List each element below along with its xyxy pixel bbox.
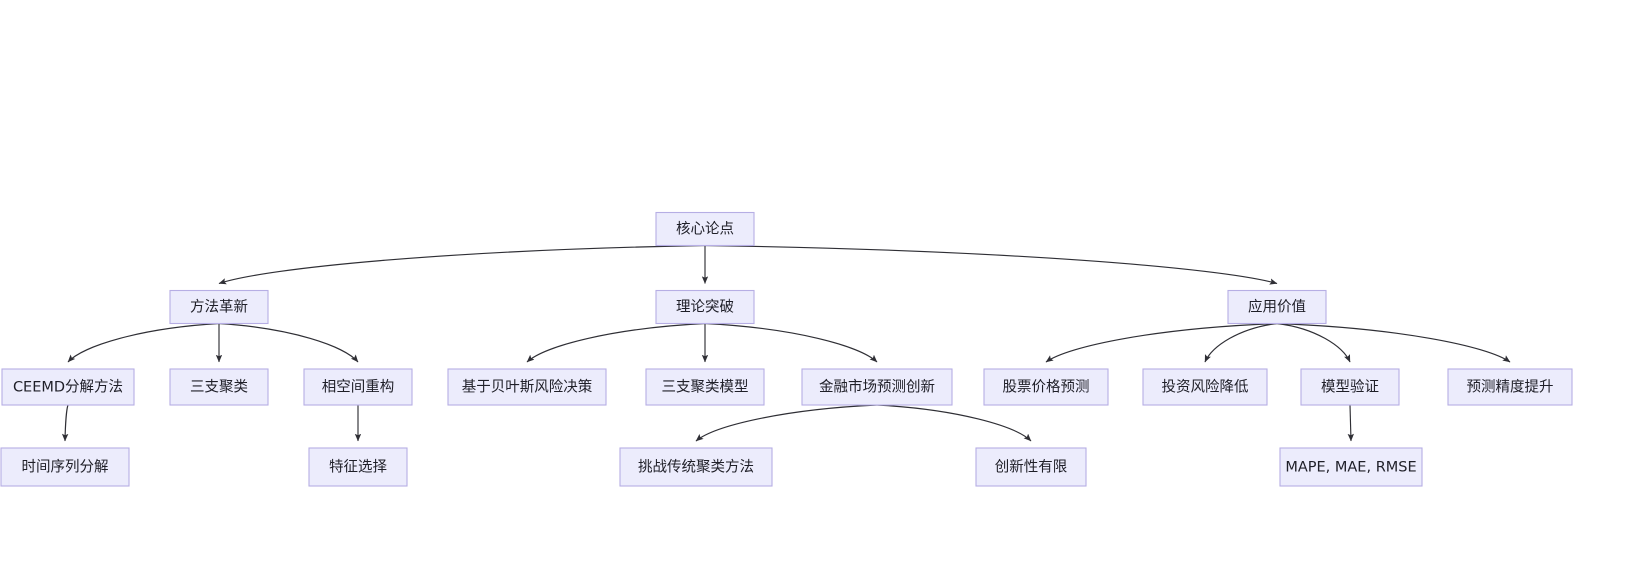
edge-layer <box>61 244 1511 442</box>
node-n1[interactable]: 方法革新 <box>169 289 269 325</box>
node-label: 相空间重构 <box>322 379 395 396</box>
node-n17[interactable]: 创新性有限 <box>975 447 1087 487</box>
node-box[interactable] <box>801 368 953 406</box>
node-label: 挑战传统聚类方法 <box>638 459 754 476</box>
node-box[interactable] <box>975 447 1087 487</box>
node-n14[interactable]: 时间序列分解 <box>0 447 130 487</box>
node-n8[interactable]: 三支聚类模型 <box>645 368 765 406</box>
node-label: 股票价格预测 <box>1003 379 1090 396</box>
node-n10[interactable]: 股票价格预测 <box>983 368 1109 406</box>
edge-n3-to-n11 <box>1204 322 1278 363</box>
node-n4[interactable]: CEEMD分解方法 <box>1 368 135 406</box>
node-label: 预测精度提升 <box>1467 379 1554 396</box>
edge-n3-to-n12 <box>1276 322 1351 363</box>
node-n11[interactable]: 投资风险降低 <box>1142 368 1268 406</box>
node-label: 三支聚类 <box>190 379 248 396</box>
node-n3[interactable]: 应用价值 <box>1227 289 1327 325</box>
node-label: 金融市场预测创新 <box>819 379 935 396</box>
node-label: 模型验证 <box>1321 379 1379 396</box>
edge-n1-to-n6 <box>218 322 359 363</box>
node-n0[interactable]: 核心论点 <box>655 211 755 247</box>
node-box[interactable] <box>1447 368 1573 406</box>
node-n9[interactable]: 金融市场预测创新 <box>801 368 953 406</box>
node-n2[interactable]: 理论突破 <box>655 289 755 325</box>
node-box[interactable] <box>447 368 607 406</box>
node-box[interactable] <box>655 289 755 325</box>
node-n15[interactable]: 特征选择 <box>308 447 408 487</box>
node-label: 时间序列分解 <box>22 459 109 476</box>
node-box[interactable] <box>308 447 408 487</box>
node-box[interactable] <box>169 289 269 325</box>
node-n6[interactable]: 相空间重构 <box>303 368 413 406</box>
node-n5[interactable]: 三支聚类 <box>169 368 269 406</box>
node-n12[interactable]: 模型验证 <box>1300 368 1400 406</box>
node-label: 三支聚类模型 <box>662 379 749 396</box>
node-label: CEEMD分解方法 <box>13 379 123 396</box>
edge-n0-to-n3 <box>704 244 1278 285</box>
node-box[interactable] <box>1279 447 1423 487</box>
edge-n4-to-n14 <box>61 404 69 442</box>
edge-n12-to-n18 <box>1347 404 1354 442</box>
node-label: MAPE, MAE, RMSE <box>1285 460 1416 476</box>
node-label: 投资风险降低 <box>1162 379 1249 396</box>
node-label: 特征选择 <box>329 459 387 476</box>
edge-n3-to-n10 <box>1045 322 1278 363</box>
node-n13[interactable]: 预测精度提升 <box>1447 368 1573 406</box>
node-box[interactable] <box>0 447 130 487</box>
node-label: 应用价值 <box>1248 298 1306 316</box>
node-box[interactable] <box>1 368 135 406</box>
node-label: 核心论点 <box>676 221 734 238</box>
edge-n1-to-n4 <box>67 322 220 363</box>
edge-n2-to-n9 <box>704 322 878 363</box>
edge-n0-to-n1 <box>218 244 706 285</box>
node-box[interactable] <box>1227 289 1327 325</box>
edge-n2-to-n7 <box>526 322 706 363</box>
edge-n3-to-n13 <box>1276 322 1511 363</box>
node-box[interactable] <box>303 368 413 406</box>
node-box[interactable] <box>983 368 1109 406</box>
node-box[interactable] <box>169 368 269 406</box>
node-box[interactable] <box>1142 368 1268 406</box>
node-box[interactable] <box>1300 368 1400 406</box>
node-label: 创新性有限 <box>995 459 1068 476</box>
node-n7[interactable]: 基于贝叶斯风险决策 <box>447 368 607 406</box>
node-label: 基于贝叶斯风险决策 <box>462 379 593 396</box>
node-box[interactable] <box>655 211 755 247</box>
node-box[interactable] <box>645 368 765 406</box>
node-label: 方法革新 <box>190 299 248 316</box>
node-box[interactable] <box>619 447 773 487</box>
node-n18[interactable]: MAPE, MAE, RMSE <box>1279 447 1423 487</box>
node-label: 理论突破 <box>676 299 734 316</box>
node-n16[interactable]: 挑战传统聚类方法 <box>619 447 773 487</box>
edge-n9-to-n17 <box>876 404 1032 442</box>
edge-n9-to-n16 <box>695 404 878 442</box>
